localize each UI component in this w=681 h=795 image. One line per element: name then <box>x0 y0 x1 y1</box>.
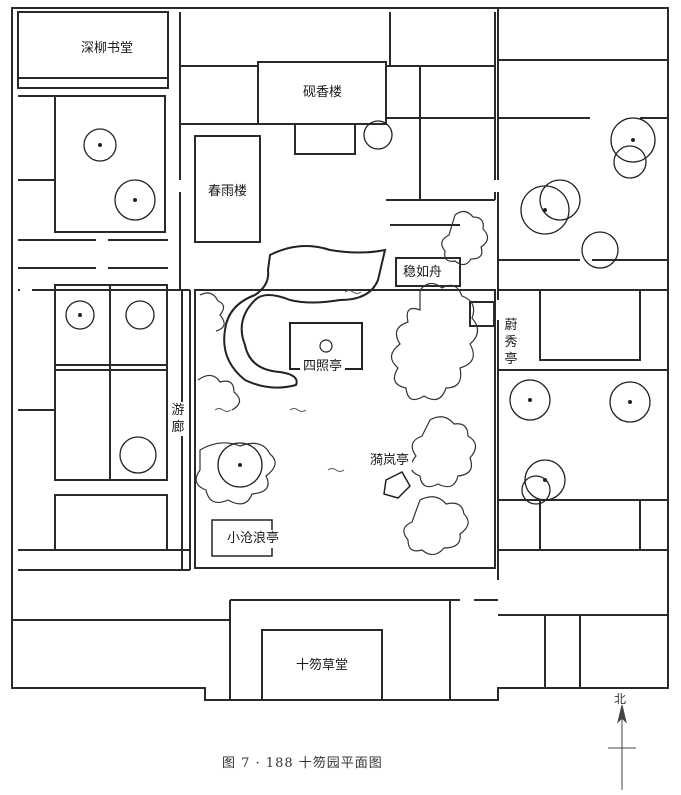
outer-wall <box>11 7 669 701</box>
north-label: 北 <box>614 692 627 706</box>
west-courtyard-4 <box>54 494 168 551</box>
west-courtyard-1 <box>54 95 166 233</box>
pond <box>223 245 387 389</box>
figure-caption: 图 7 · 188 十笏园平面图 <box>222 756 383 771</box>
yilan-pavilion <box>383 471 411 499</box>
label-sizhao-pavilion: 四照亭 <box>300 358 346 376</box>
label-chunyu-tower: 春雨楼 <box>205 183 251 201</box>
trees <box>65 117 656 505</box>
label-wenru-boat: 稳如舟 <box>400 264 446 282</box>
label-xiaocanglang-pavilion: 小沧浪亭 <box>224 530 283 548</box>
rockery <box>195 210 489 556</box>
label-youlang-corridor: 游廊 <box>170 402 186 436</box>
east-courtyard <box>539 289 641 361</box>
label-yuxiu-pavilion: 蔚秀亭 <box>503 317 519 368</box>
label-shihu-hall: 十笏草堂 <box>293 657 352 675</box>
label-yilan-pavilion: 漪岚亭 <box>367 452 413 470</box>
chunyu-tower <box>194 135 261 243</box>
label-shenliu-hall: 深柳书堂 <box>78 40 137 58</box>
north-arrow <box>608 704 636 790</box>
label-yanxiang-tower: 砚香楼 <box>300 84 346 102</box>
pond-garden <box>194 289 496 569</box>
shenliu-hall <box>17 11 169 89</box>
shihu-hall <box>261 629 383 701</box>
wenru-boat <box>395 257 461 287</box>
